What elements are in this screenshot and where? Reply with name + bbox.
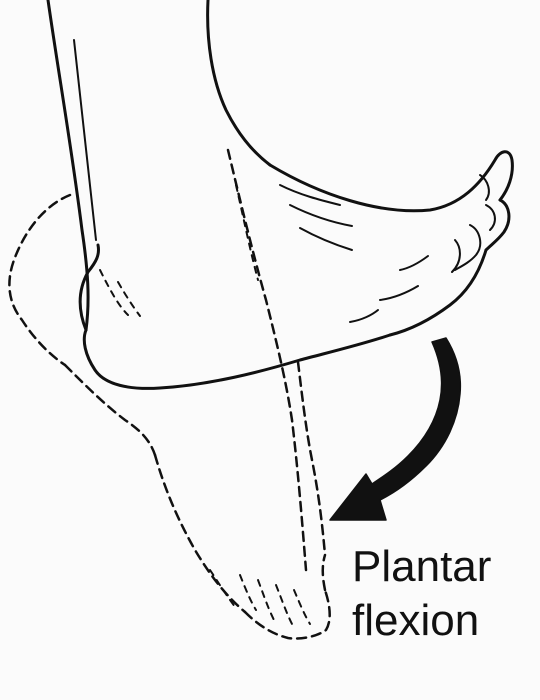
- plantar-flexion-arrow-icon: [329, 337, 462, 521]
- plantar-flexion-label: Plantar flexion: [352, 540, 491, 648]
- label-line-2: flexion: [352, 596, 480, 645]
- foot-dashed-outline: [8, 193, 331, 640]
- label-line-1: Plantar: [352, 542, 492, 591]
- dashed-axis-lines: [99, 148, 308, 572]
- foot-solid-outline: [78, 150, 514, 390]
- leg-outline: [46, 0, 272, 332]
